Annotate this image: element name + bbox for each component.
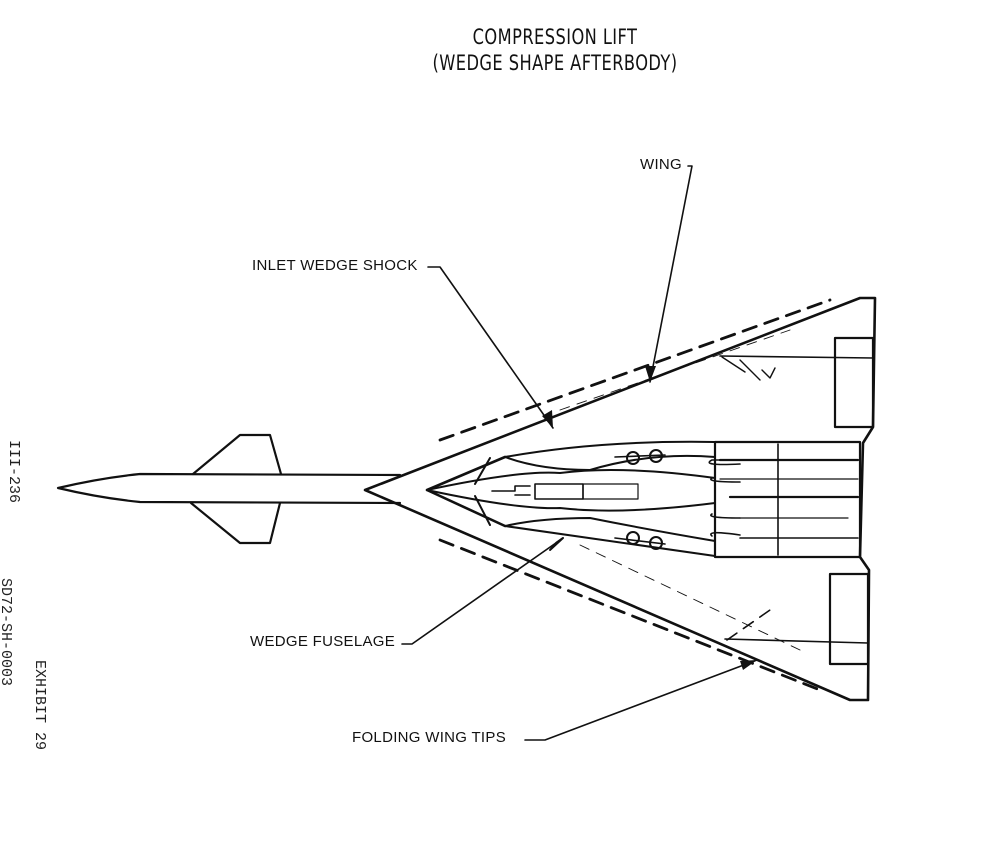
- callout-inlet-wedge-shock: INLET WEDGE SHOCK: [252, 257, 418, 274]
- wedge-fuselage: [425, 440, 862, 559]
- inlet-shock-leader: [427, 266, 554, 429]
- center-body: [426, 468, 716, 512]
- page-number: III-236: [5, 440, 22, 504]
- cockpit-block: [534, 483, 584, 500]
- title-line-2: (WEDGE SHAPE AFTERBODY): [432, 51, 678, 75]
- callout-leaders: [401, 165, 758, 741]
- lower-nacelle: [504, 517, 716, 557]
- callout-wedge-fuselage: WEDGE FUSELAGE: [250, 633, 396, 650]
- folding-wing-tip-upper: [833, 336, 875, 429]
- landing-gear-lower: [614, 531, 666, 550]
- wing-leader: [649, 165, 693, 383]
- diagram-title: COMPRESSION LIFT (WEDGE SHAPE AFTERBODY): [78, 24, 938, 76]
- wedge-fuselage-leader: [401, 537, 564, 645]
- landing-gear-upper: [614, 449, 666, 465]
- folding-wing-tip-lower: [828, 572, 870, 666]
- booster-fin-upper: [191, 433, 283, 476]
- booster-fin-lower: [189, 501, 282, 545]
- upper-nacelle: [504, 440, 716, 471]
- callout-wing: WING: [640, 156, 683, 173]
- engine-bay: [713, 440, 862, 559]
- folding-wing-tips-leader: [524, 659, 758, 741]
- document-id: SD72-SH-0003: [0, 578, 14, 687]
- title-line-1: COMPRESSION LIFT: [472, 25, 638, 49]
- inlet-wedge: [425, 455, 507, 528]
- booster-missile: [56, 433, 402, 545]
- exhibit-label: EXHIBIT 29: [31, 660, 48, 751]
- delta-wing: [363, 296, 877, 702]
- callout-folding-wing-tips: FOLDING WING TIPS: [352, 729, 507, 746]
- booster-body: [56, 472, 402, 505]
- wing-outline: [363, 296, 877, 702]
